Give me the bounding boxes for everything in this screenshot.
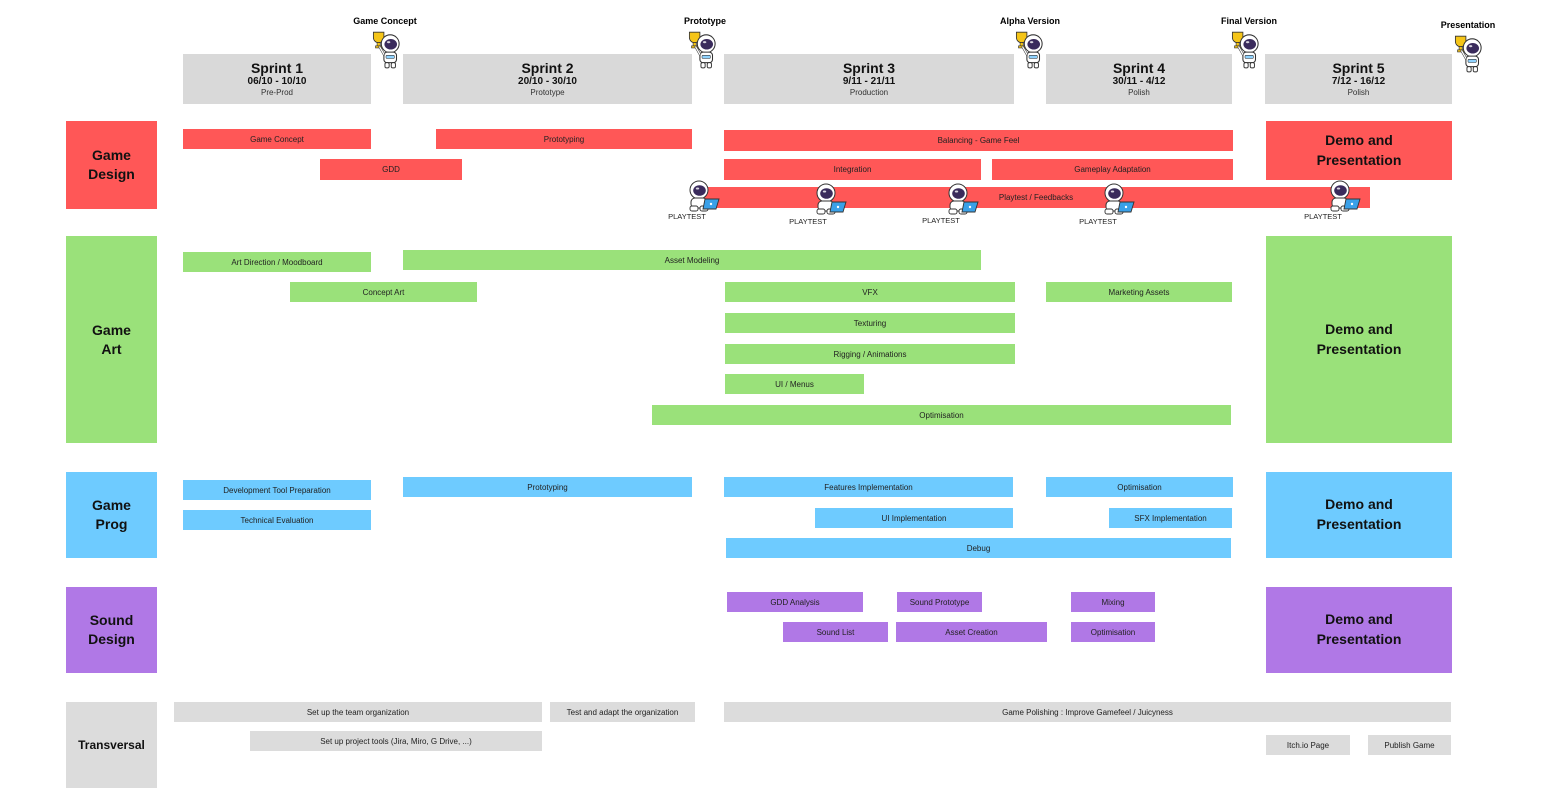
category-label: Transversal	[78, 737, 145, 752]
playtest-label: PLAYTEST	[668, 212, 706, 221]
demo-label: Demo and Presentation	[1316, 320, 1402, 357]
milestone-label: Game Concept	[353, 16, 417, 26]
task-bar: Game Concept	[183, 129, 371, 149]
task-bar: Gameplay Adaptation	[992, 159, 1233, 180]
sprint-phase: Pre-Prod	[260, 88, 293, 98]
sprint-name: Sprint 3	[842, 60, 896, 76]
task-bar: Optimisation	[1046, 477, 1233, 497]
demo-block-game-design: Demo and Presentation	[1266, 121, 1452, 180]
task-bar: Sound Prototype	[897, 592, 982, 612]
demo-block-game-prog: Demo and Presentation	[1266, 472, 1452, 558]
task-bar: Prototyping	[403, 477, 692, 497]
sprint-phase: Prototype	[530, 88, 565, 98]
sprint-phase: Production	[849, 88, 889, 98]
demo-block-sound-design: Demo and Presentation	[1266, 587, 1452, 673]
playtest-label: PLAYTEST	[1304, 212, 1342, 221]
category-sound-design: Sound Design	[66, 587, 157, 673]
task-bar: Optimisation	[652, 405, 1231, 425]
sprint-dates: 30/11 - 4/12	[1112, 76, 1166, 88]
astronaut-laptop-icon	[683, 179, 723, 213]
sprint-header: Sprint 4 30/11 - 4/12 Polish	[1046, 54, 1232, 104]
task-bar: Development Tool Preparation	[183, 480, 371, 500]
task-bar: Technical Evaluation	[183, 510, 371, 530]
task-bar: Marketing Assets	[1046, 282, 1232, 302]
playtest-label: PLAYTEST	[1079, 217, 1117, 226]
sprint-header: Sprint 1 06/10 - 10/10 Pre-Prod	[183, 54, 371, 104]
milestone-label: Final Version	[1220, 16, 1278, 26]
astronaut-laptop-icon	[942, 182, 982, 216]
task-bar: Art Direction / Moodboard	[183, 252, 371, 272]
sprint-name: Sprint 2	[521, 60, 574, 76]
demo-label: Demo and Presentation	[1316, 131, 1402, 168]
sprint-name: Sprint 4	[1112, 60, 1166, 76]
sprint-dates: 06/10 - 10/10	[247, 76, 307, 88]
sprint-phase: Polish	[1128, 88, 1150, 98]
sprint-header: Sprint 5 7/12 - 16/12 Polish	[1265, 54, 1452, 104]
task-bar: Asset Creation	[896, 622, 1047, 642]
demo-block-game-art: Demo and Presentation	[1266, 236, 1452, 443]
category-label: Game Design	[88, 147, 135, 182]
task-bar: Mixing	[1071, 592, 1155, 612]
task-bar: Prototyping	[436, 129, 692, 149]
category-game-design: Game Design	[66, 121, 157, 209]
astronaut-laptop-icon	[1324, 179, 1364, 213]
astronaut-laptop-icon	[1098, 182, 1138, 216]
milestone-label: Alpha Version	[999, 16, 1061, 26]
task-bar: Set up the team organization	[174, 702, 542, 722]
sprint-name: Sprint 5	[1332, 60, 1385, 76]
category-transversal: Transversal	[66, 702, 157, 788]
task-bar: SFX Implementation	[1109, 508, 1232, 528]
task-bar: Integration	[724, 159, 981, 180]
category-game-prog: Game Prog	[66, 472, 157, 558]
task-bar: Optimisation	[1071, 622, 1155, 642]
sprint-dates: 7/12 - 16/12	[1331, 76, 1386, 88]
demo-label: Demo and Presentation	[1316, 611, 1402, 647]
task-bar: Test and adapt the organization	[550, 702, 695, 722]
sprint-phase: Polish	[1347, 88, 1370, 98]
category-label: Game Art	[92, 321, 131, 357]
sprint-name: Sprint 1	[250, 60, 304, 76]
task-bar: Rigging / Animations	[725, 344, 1015, 364]
task-bar: Playtest / Feedbacks	[702, 187, 1370, 208]
task-bar: VFX	[725, 282, 1015, 302]
task-bar: UI / Menus	[725, 374, 864, 394]
astronaut-trophy-icon	[1229, 28, 1261, 70]
demo-label: Demo and Presentation	[1316, 496, 1402, 532]
category-label: Sound Design	[88, 612, 135, 647]
sprint-dates: 20/10 - 30/10	[518, 76, 577, 88]
sprint-dates: 9/11 - 21/11	[842, 76, 896, 88]
task-bar: Texturing	[725, 313, 1015, 333]
task-bar: Set up project tools (Jira, Miro, G Driv…	[250, 731, 542, 751]
astronaut-laptop-icon	[810, 182, 850, 216]
task-bar: Concept Art	[290, 282, 477, 302]
task-bar: Balancing - Game Feel	[724, 130, 1233, 151]
task-bar: Itch.io Page	[1266, 735, 1350, 755]
task-bar: Features Implementation	[724, 477, 1013, 497]
task-bar: Asset Modeling	[403, 250, 981, 270]
task-bar: Game Polishing : Improve Gamefeel / Juic…	[724, 702, 1451, 722]
task-bar: Debug	[726, 538, 1231, 558]
task-bar: Publish Game	[1368, 735, 1451, 755]
astronaut-trophy-icon	[1452, 32, 1484, 74]
task-bar: UI Implementation	[815, 508, 1013, 528]
playtest-label: PLAYTEST	[922, 216, 960, 225]
task-bar: Sound List	[783, 622, 888, 642]
task-bar: GDD Analysis	[727, 592, 863, 612]
sprint-header: Sprint 2 20/10 - 30/10 Prototype	[403, 54, 692, 104]
sprint-header: Sprint 3 9/11 - 21/11 Production	[724, 54, 1014, 104]
category-label: Game Prog	[92, 497, 131, 532]
milestone-label: Prototype	[683, 16, 726, 26]
task-bar: GDD	[320, 159, 462, 180]
astronaut-trophy-icon	[370, 28, 402, 70]
milestone-label: Presentation	[1440, 20, 1496, 30]
category-game-art: Game Art	[66, 236, 157, 443]
astronaut-trophy-icon	[1013, 28, 1045, 70]
playtest-label: PLAYTEST	[789, 217, 827, 226]
